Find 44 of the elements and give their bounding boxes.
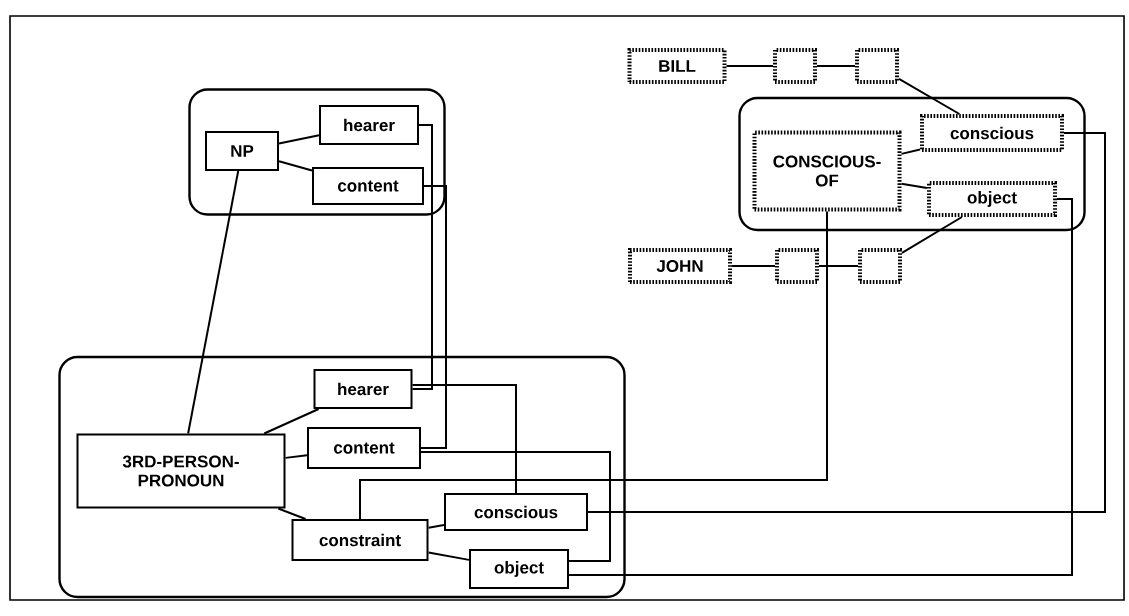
slot-box: 3RD-PERSON- PRONOUN [76, 433, 286, 509]
connector-line [898, 77, 961, 115]
hatched-box: CONSCIOUS- OF [752, 130, 902, 212]
connector-line [725, 65, 774, 67]
connector-line [278, 134, 320, 145]
hatched-box [775, 248, 819, 284]
slot-box: NP [205, 131, 279, 171]
group-box [58, 355, 626, 599]
hatched-box [855, 48, 899, 84]
hatched-box [858, 248, 902, 284]
slot-box: content [312, 167, 424, 205]
group-box [188, 88, 446, 216]
connector-line [411, 384, 517, 494]
connector-line [901, 216, 963, 254]
connector-line [587, 132, 1106, 513]
connector-line [427, 551, 470, 561]
connector-line [411, 124, 433, 390]
hatched-box: JOHN [628, 248, 732, 284]
connector-line [900, 148, 921, 155]
connector-line [284, 454, 308, 459]
hatched-box [773, 48, 817, 84]
connector-line [359, 210, 828, 520]
slot-box: object [469, 549, 569, 589]
connector-line [277, 507, 307, 520]
hatched-box: BILL [627, 48, 727, 84]
connector-line [731, 265, 776, 267]
connector-line [568, 198, 1073, 576]
connector-line [420, 185, 447, 449]
connector-line [263, 408, 320, 435]
connector-line [900, 182, 928, 189]
slot-box: conscious [444, 493, 588, 531]
connector-line [278, 160, 313, 172]
slot-box: constraint [291, 519, 429, 561]
connector-line [816, 65, 856, 67]
slot-box: hearer [319, 105, 419, 145]
hatched-box: conscious [920, 114, 1064, 152]
connector-line [187, 170, 240, 435]
hatched-box: object [927, 181, 1057, 217]
slot-box: content [307, 427, 421, 469]
connector-line [818, 265, 859, 267]
connector-line [427, 523, 445, 529]
connector-line [420, 451, 611, 562]
slot-box: hearer [313, 369, 413, 409]
group-box [738, 96, 1086, 232]
